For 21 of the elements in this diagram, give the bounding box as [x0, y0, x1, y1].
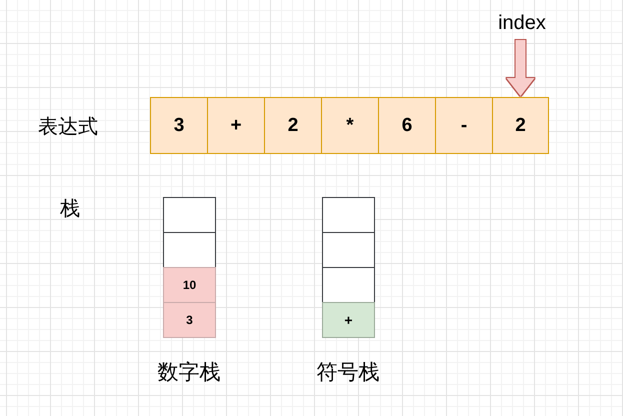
stack-label: 数字栈	[158, 359, 220, 386]
array-cell: -	[435, 97, 493, 154]
stack-cell	[322, 267, 375, 303]
pointer-arrow	[506, 40, 534, 96]
section-label: 栈	[60, 195, 80, 222]
stack-cell	[163, 232, 216, 268]
stack-cell: +	[322, 302, 375, 338]
array-cell: 3	[150, 97, 208, 154]
stack-cell	[163, 197, 216, 233]
array-cell: *	[321, 97, 379, 154]
stack-cell	[322, 232, 375, 268]
array-cell: 2	[264, 97, 322, 154]
array-cell: +	[207, 97, 265, 154]
stack-cell: 3	[163, 302, 216, 338]
stack-cell	[322, 197, 375, 233]
stack-label: 符号栈	[316, 359, 380, 386]
stack-cell: 10	[163, 267, 216, 303]
array-cell: 2	[492, 97, 549, 154]
row-label: 表达式	[38, 113, 98, 140]
array-cell: 6	[378, 97, 436, 154]
pointer-label: index	[490, 8, 554, 38]
